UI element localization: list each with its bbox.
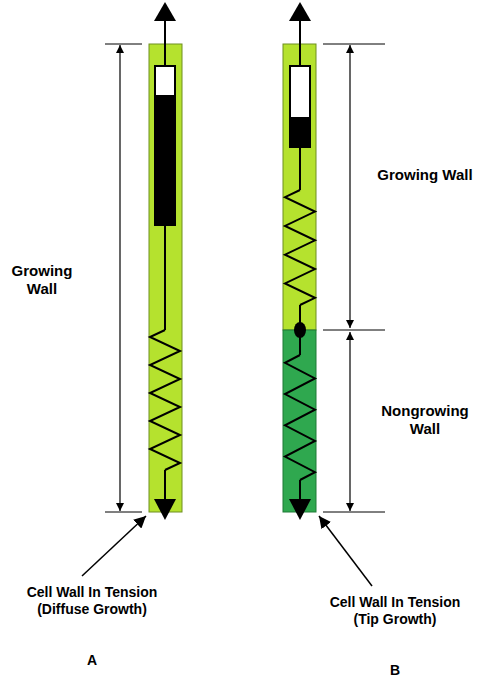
dimension-tick: [105, 512, 142, 513]
model-line: [164, 226, 166, 330]
dimension-tick: [323, 330, 385, 331]
growing-wall-bar: [283, 44, 316, 330]
tension-arrow: [289, 499, 311, 520]
nongrowing-wall-bar: [283, 330, 316, 512]
spring-symbol: [150, 330, 180, 470]
junction-dot: [294, 322, 306, 338]
tension-arrow: [154, 499, 176, 520]
callout-label: Cell Wall In Tension (Tip Growth): [320, 594, 470, 628]
dashpot-body: [154, 96, 176, 226]
dimension-tick: [105, 44, 142, 45]
dimension-tick: [323, 44, 385, 45]
model-line: [299, 480, 301, 500]
dimension-label: Growing Wall: [4, 262, 80, 298]
tension-arrow: [154, 2, 176, 21]
model-line: [164, 470, 166, 500]
dimension-arrow: [349, 45, 350, 328]
callout-label: Cell Wall In Tension (Diffuse Growth): [12, 584, 172, 618]
dashpot-body: [289, 118, 311, 148]
panel-letter: A: [72, 652, 112, 669]
dimension-arrow: [349, 332, 350, 511]
dimension-label: Growing Wall: [375, 166, 475, 184]
model-line: [299, 148, 301, 190]
leader-arrow: [82, 516, 146, 576]
dashpot-cylinder: [155, 66, 175, 96]
dimension-label: Nongrowing Wall: [373, 402, 477, 438]
spring-symbol: [285, 355, 315, 480]
panel-letter: B: [375, 662, 415, 679]
growing-wall-bar: [149, 44, 182, 512]
spring-symbol: [285, 190, 315, 305]
leader-arrow: [319, 516, 372, 586]
model-line: [299, 20, 301, 66]
dashpot-cylinder: [290, 66, 310, 118]
dimension-arrow: [119, 45, 120, 511]
dimension-tick: [323, 512, 385, 513]
model-line: [164, 20, 166, 66]
tension-arrow: [289, 2, 311, 21]
